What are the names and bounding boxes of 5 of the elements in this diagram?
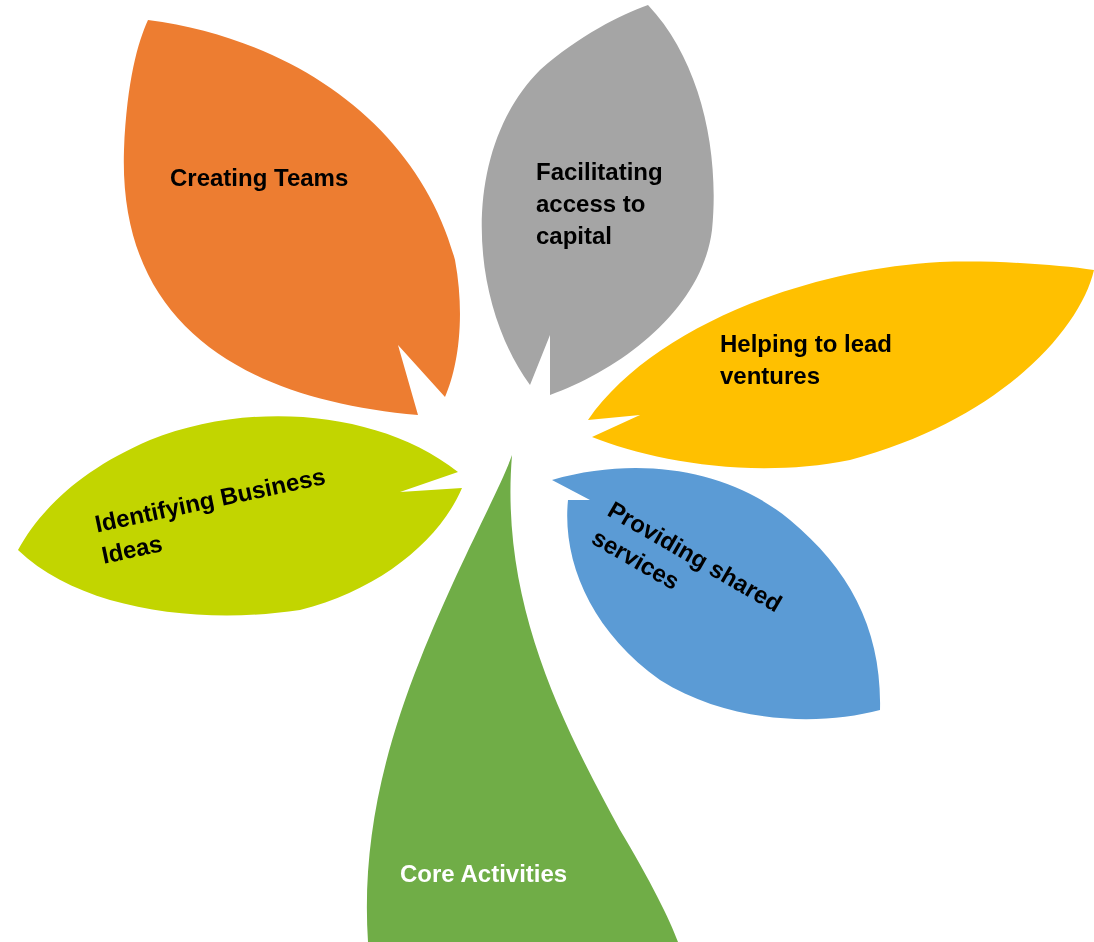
petal-label: Identifying Business Ideas bbox=[92, 461, 329, 571]
petal-label: Creating Teams bbox=[170, 163, 350, 193]
petal-label: Core Activities bbox=[400, 859, 569, 889]
petal-label: Facilitating access to capital bbox=[536, 157, 664, 251]
petal-label: Helping to lead ventures bbox=[720, 329, 893, 391]
